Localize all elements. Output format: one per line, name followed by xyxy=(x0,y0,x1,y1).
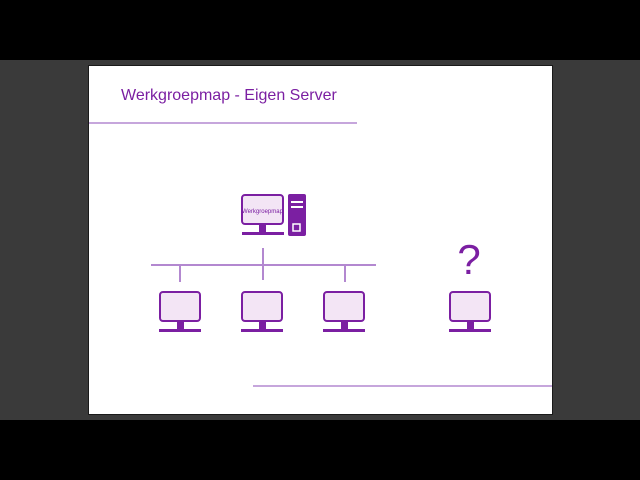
network-diagram: Werkgroepmap xyxy=(89,122,552,387)
client-monitor-icon xyxy=(241,291,283,332)
client-monitor-icon xyxy=(159,291,201,332)
server-monitor-icon: Werkgroepmap xyxy=(241,194,284,235)
presentation-stage: Werkgroepmap - Eigen Server Werkgroepmap xyxy=(0,60,640,420)
server-tower-icon xyxy=(288,194,306,236)
slide-title: Werkgroepmap - Eigen Server xyxy=(121,87,337,104)
question-mark: ? xyxy=(457,236,480,283)
slide: Werkgroepmap - Eigen Server Werkgroepmap xyxy=(88,65,553,415)
server-screen-label: Werkgroepmap xyxy=(242,209,284,215)
client-monitor-icon xyxy=(449,291,491,332)
client-monitor-icon xyxy=(323,291,365,332)
network-lines xyxy=(151,248,376,282)
